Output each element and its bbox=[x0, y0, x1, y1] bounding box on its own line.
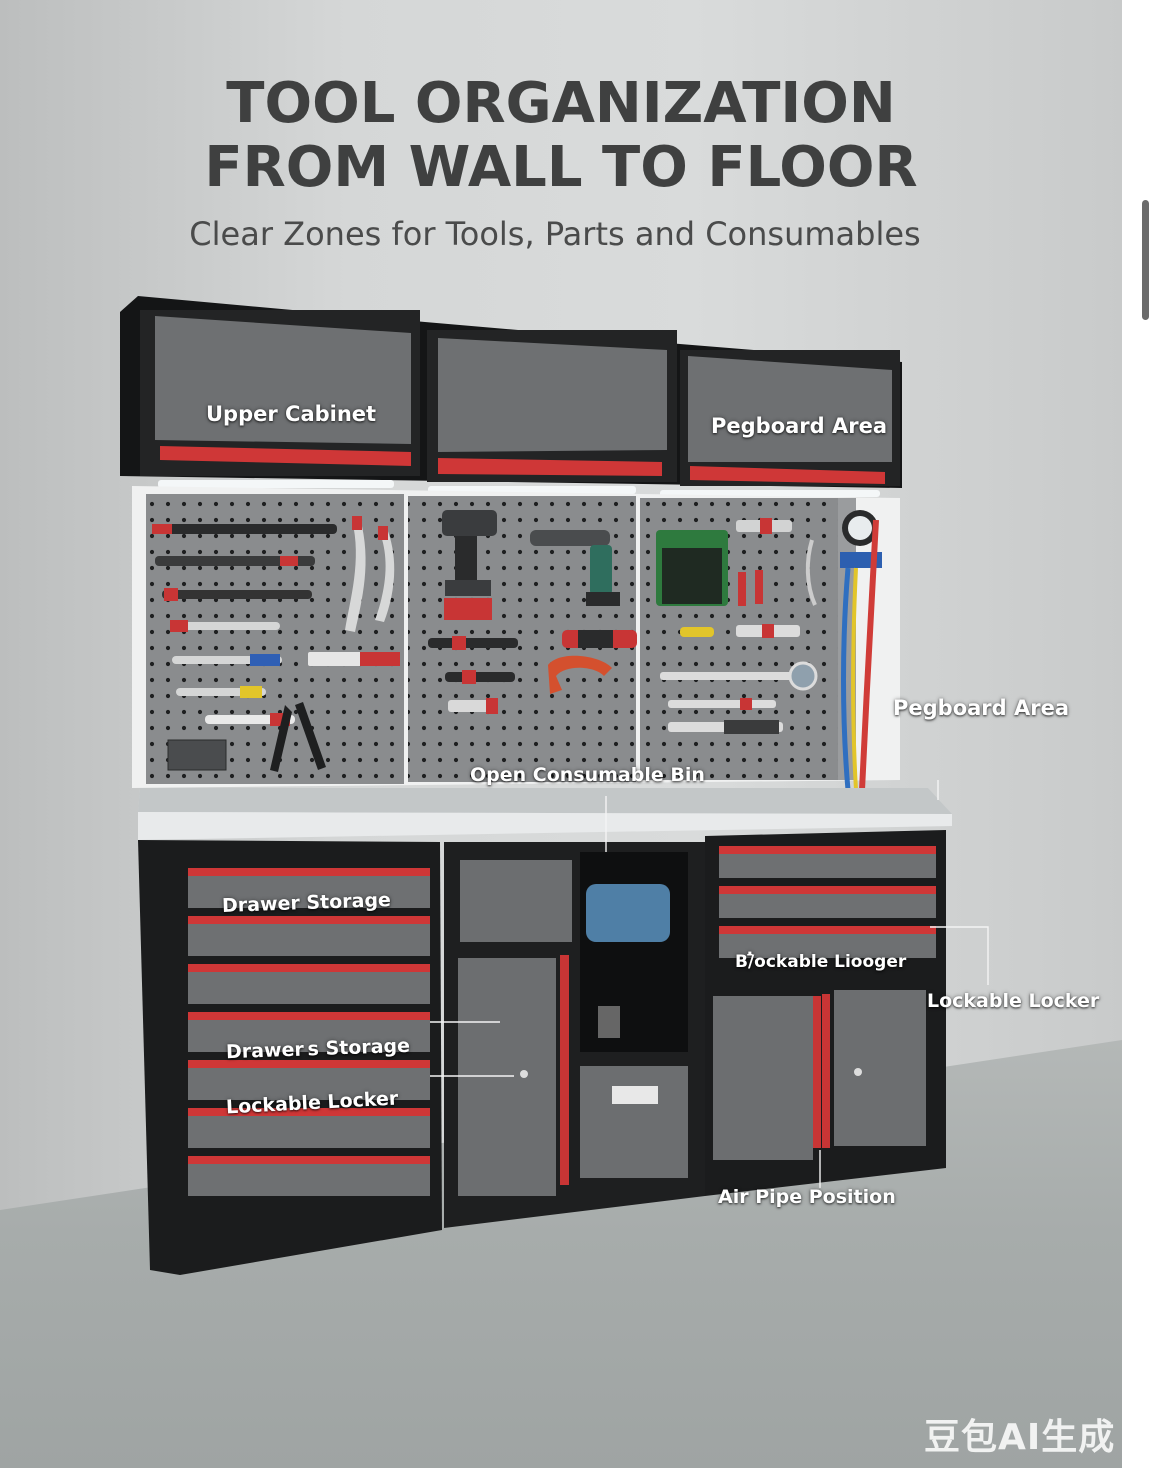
label-pegboard-area-side: Pegboard Area bbox=[893, 696, 1070, 720]
left-drawer-cabinet bbox=[138, 840, 442, 1275]
upper-cabinet-group bbox=[120, 296, 902, 497]
drawer-handle bbox=[188, 868, 430, 876]
air-hoses bbox=[840, 510, 882, 791]
workbench-illustration bbox=[120, 296, 989, 1275]
drawer-handle bbox=[188, 1060, 430, 1068]
watermark: 豆包AI生成 bbox=[924, 1417, 1116, 1458]
drawer-handle bbox=[188, 1108, 430, 1116]
title-line-1: TOOL ORGANIZATION bbox=[226, 71, 896, 136]
power-tools-middle bbox=[428, 510, 637, 714]
hand-tools-left bbox=[152, 516, 400, 772]
label-open-consumable-bin: Open Consumable Bin bbox=[470, 764, 705, 786]
drawer-handle bbox=[188, 964, 430, 972]
drawer-handle bbox=[719, 846, 936, 854]
hand-tools-right bbox=[656, 518, 818, 734]
drawer-handle bbox=[188, 916, 430, 924]
label-lockable-locker-right: Lockable Locker bbox=[927, 990, 1100, 1012]
leader-lines bbox=[430, 780, 989, 1188]
middle-cabinet bbox=[444, 842, 705, 1228]
countertop bbox=[138, 788, 952, 840]
label-air-pipe-position: Air Pipe Position bbox=[718, 1186, 896, 1208]
drawer-handle bbox=[188, 1012, 430, 1020]
scrollbar-thumb[interactable] bbox=[1142, 200, 1149, 320]
label-pegboard-area-top: Pegboard Area bbox=[711, 414, 888, 438]
label-upper-cabinet: Upper Cabinet bbox=[206, 402, 377, 426]
right-cabinet bbox=[705, 830, 946, 1196]
window-scroll-track bbox=[1122, 0, 1155, 1468]
title-line-2: FROM WALL TO FLOOR bbox=[204, 135, 918, 200]
label-lockable-locker-garbled: B/̄̇ockable Liooger bbox=[735, 952, 907, 972]
drawer-handle bbox=[719, 886, 936, 894]
drawer-handle bbox=[719, 926, 936, 934]
drawer-handle bbox=[188, 1156, 430, 1164]
subtitle: Clear Zones for Tools, Parts and Consuma… bbox=[189, 215, 921, 253]
